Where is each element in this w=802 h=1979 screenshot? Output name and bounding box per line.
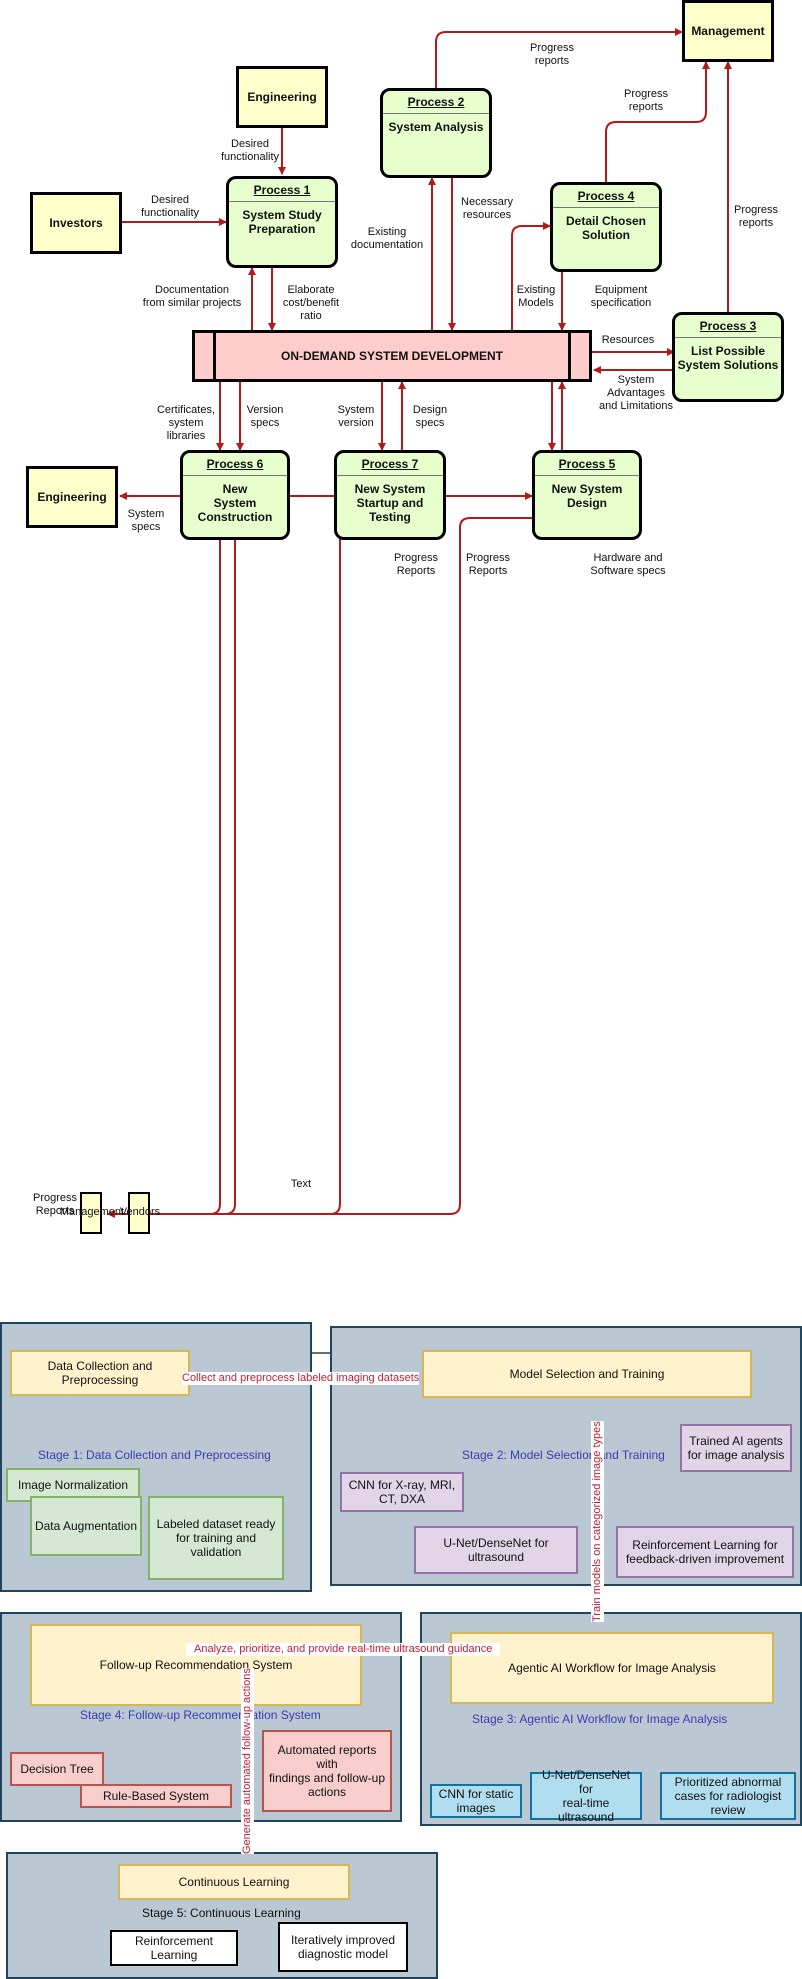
process-2-head: Process 2: [407, 95, 465, 109]
edge-label-analyze: Analyze, prioritize, and provide real-ti…: [186, 1643, 501, 1656]
dfd-flows: [107, 28, 732, 1218]
management-entity: Management: [682, 0, 774, 62]
process-7-name: New System Startup and Testing: [337, 475, 443, 524]
management-small-box: [80, 1192, 102, 1234]
process-6: Process 6 New System Construction: [180, 450, 290, 540]
data-collection-node: Data Collection and Preprocessing: [10, 1350, 190, 1396]
label-elaborate-cost: Elaborate cost/benefit ratio: [282, 284, 340, 322]
continuous-learning-node: Continuous Learning: [118, 1864, 350, 1900]
process-3-name: List Possible System Solutions: [675, 337, 781, 372]
process-4-head: Process 4: [577, 189, 635, 203]
edge-label-train: Train models on categorized image types: [591, 1421, 604, 1622]
process-3: Process 3 List Possible System Solutions: [672, 312, 784, 402]
process-5-head: Process 5: [558, 457, 616, 471]
core-right-bar: [568, 333, 571, 379]
process-4-name: Detail Chosen Solution: [553, 207, 659, 242]
edge-label-generate: Generate automated follow-up actions: [241, 1668, 254, 1854]
label-existing-documentation: Existing documentation: [350, 226, 424, 251]
label-system-specs: System specs: [127, 508, 165, 533]
process-5-name: New System Design: [535, 475, 639, 510]
decision-tree-node: Decision Tree: [10, 1752, 104, 1786]
core-label: ON-DEMAND SYSTEM DEVELOPMENT: [280, 349, 503, 363]
automated-reports-node: Automated reports with findings and foll…: [262, 1730, 392, 1812]
process-6-name: New System Construction: [183, 475, 287, 524]
stage-5-label: Stage 5: Continuous Learning: [142, 1906, 301, 1920]
entity-label: Management: [691, 24, 765, 38]
label-resources: Resources: [601, 334, 655, 346]
process-5: Process 5 New System Design: [532, 450, 642, 540]
cnn-static-node: CNN for static images: [430, 1784, 522, 1818]
label-progress-reports-1: Progress reports: [529, 42, 575, 67]
process-6-head: Process 6: [206, 457, 264, 471]
core-left-bar: [213, 333, 216, 379]
process-3-head: Process 3: [699, 319, 757, 333]
process-7-head: Process 7: [361, 457, 419, 471]
process-7: Process 7 New System Startup and Testing: [334, 450, 446, 540]
process-2: Process 2 System Analysis: [380, 88, 492, 178]
entity-label: Engineering: [37, 490, 107, 504]
rl-feedback-node: Reinforcement Learning for feedback-driv…: [616, 1526, 794, 1578]
stage-2-label: Stage 2: Model Selection and Training: [462, 1448, 665, 1462]
label-management-small: Management: [59, 1206, 125, 1218]
label-vendors-small: Vendors: [119, 1206, 161, 1218]
engineering-entity-left: Engineering: [26, 466, 118, 528]
edge-label-collect: Collect and preprocess labeled imaging d…: [182, 1372, 420, 1385]
label-system-version: System version: [337, 404, 375, 429]
data-augmentation-node: Data Augmentation: [30, 1496, 142, 1556]
label-progress-reports-bottom: Progress Reports: [32, 1192, 78, 1217]
process-4: Process 4 Detail Chosen Solution: [550, 182, 662, 272]
unet-realtime-node: U-Net/DenseNet for real-time ultrasound: [530, 1768, 642, 1824]
prioritized-cases-node: Prioritized abnormal cases for radiologi…: [660, 1772, 796, 1820]
process-2-name: System Analysis: [383, 113, 489, 134]
vendors-small-box: [128, 1192, 150, 1234]
label-desired-functionality-2: Desired functionality: [140, 194, 200, 219]
label-desired-functionality-1: Desired functionality: [220, 138, 280, 163]
rl-node: Reinforcement Learning: [110, 1930, 238, 1966]
investors-entity: Investors: [30, 192, 122, 254]
label-documentation-similar: Documentation from similar projects: [142, 284, 242, 309]
model-selection-node: Model Selection and Training: [422, 1350, 752, 1398]
label-hardware-software: Hardware and Software specs: [590, 552, 666, 577]
cnn-xray-node: CNN for X-ray, MRI, CT, DXA: [340, 1472, 464, 1512]
trained-agents-node: Trained AI agents for image analysis: [680, 1424, 792, 1472]
label-text: Text: [290, 1178, 312, 1190]
stage-3-label: Stage 3: Agentic AI Workflow for Image A…: [472, 1712, 728, 1726]
agentic-workflow-node: Agentic AI Workflow for Image Analysis: [450, 1632, 774, 1704]
stage-1-label: Stage 1: Data Collection and Preprocessi…: [38, 1448, 271, 1462]
entity-label: Engineering: [247, 90, 317, 104]
label-progress-reports-p7: Progress Reports: [393, 552, 439, 577]
labeled-dataset-node: Labeled dataset ready for training and v…: [148, 1496, 284, 1580]
improved-model-node: Iteratively improved diagnostic model: [278, 1922, 408, 1972]
label-existing-models: Existing Models: [516, 284, 556, 309]
on-demand-system-development: ON-DEMAND SYSTEM DEVELOPMENT: [192, 330, 592, 382]
rule-based-node: Rule-Based System: [80, 1784, 232, 1808]
label-system-advantages: System Advantages and Limitations: [599, 374, 673, 412]
label-necessary-resources: Necessary resources: [461, 196, 513, 221]
engineering-entity-top: Engineering: [236, 66, 328, 128]
label-version-specs: Version specs: [246, 404, 284, 429]
label-progress-reports-2: Progress reports: [623, 88, 669, 113]
label-certificates: Certificates, system libraries: [156, 404, 216, 442]
label-equipment-specification: Equipment specification: [590, 284, 652, 309]
process-1-name: System Study Preparation: [229, 201, 335, 236]
entity-label: Investors: [49, 216, 103, 230]
process-1-head: Process 1: [253, 183, 311, 197]
label-progress-reports-p5: Progress Reports: [465, 552, 511, 577]
stage-4-label: Stage 4: Follow-up Recommendation System: [80, 1708, 321, 1722]
unet-ultrasound-node: U-Net/DenseNet for ultrasound: [414, 1526, 578, 1574]
label-progress-reports-3: Progress reports: [733, 204, 779, 229]
process-1: Process 1 System Study Preparation: [226, 176, 338, 268]
followup-system-node: Follow-up Recommendation System: [30, 1624, 362, 1706]
label-design-specs: Design specs: [412, 404, 448, 429]
